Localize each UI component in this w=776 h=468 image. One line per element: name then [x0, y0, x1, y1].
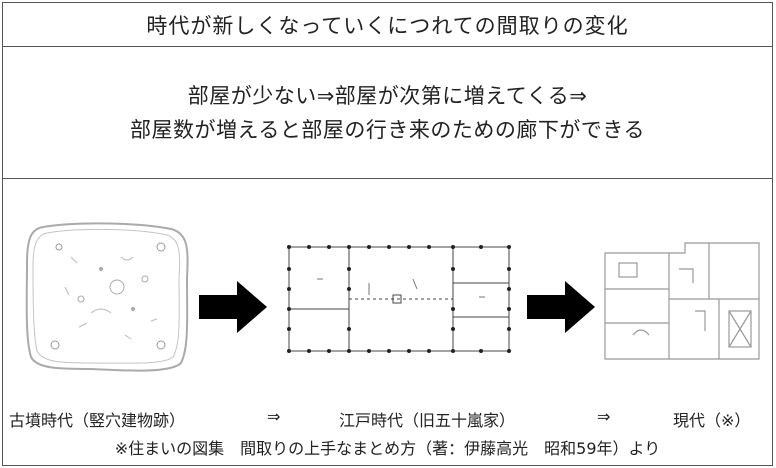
modern-house-plan	[604, 242, 760, 360]
kofun-pit-dwelling-plan	[25, 222, 189, 372]
right-arrow-icon	[527, 281, 595, 333]
caption-edo: 江戸時代（旧五十嵐家）	[339, 411, 516, 430]
caption-arrow-1: ⇒	[267, 407, 281, 426]
caption-modern: 現代（※）	[673, 411, 751, 430]
caption-arrow-2: ⇒	[597, 407, 611, 426]
description-line-1: 部屋が少ない⇒部屋が次第に増えてくる⇒	[187, 83, 588, 108]
source-note: ※住まいの図集 間取りの上手なまとめ方（著：伊藤高光 昭和59年）より	[114, 439, 661, 458]
edo-house-plan	[287, 245, 511, 353]
caption-kofun: 古墳時代（竪穴建物跡）	[9, 411, 186, 430]
diagram-area: 古墳時代（竪穴建物跡） ⇒ 江戸時代（旧五十嵐家） ⇒ 現代（※） ※住まいの図…	[3, 179, 772, 467]
description-block: 部屋が少ない⇒部屋が次第に増えてくる⇒ 部屋数が増えると部屋の行き来のための廊下…	[3, 47, 772, 179]
figure-title: 時代が新しくなっていくにつれての間取りの変化	[3, 3, 772, 47]
right-arrow-icon	[199, 281, 267, 333]
description-line-2: 部屋数が増えると部屋の行き来のための廊下ができる	[130, 117, 645, 142]
